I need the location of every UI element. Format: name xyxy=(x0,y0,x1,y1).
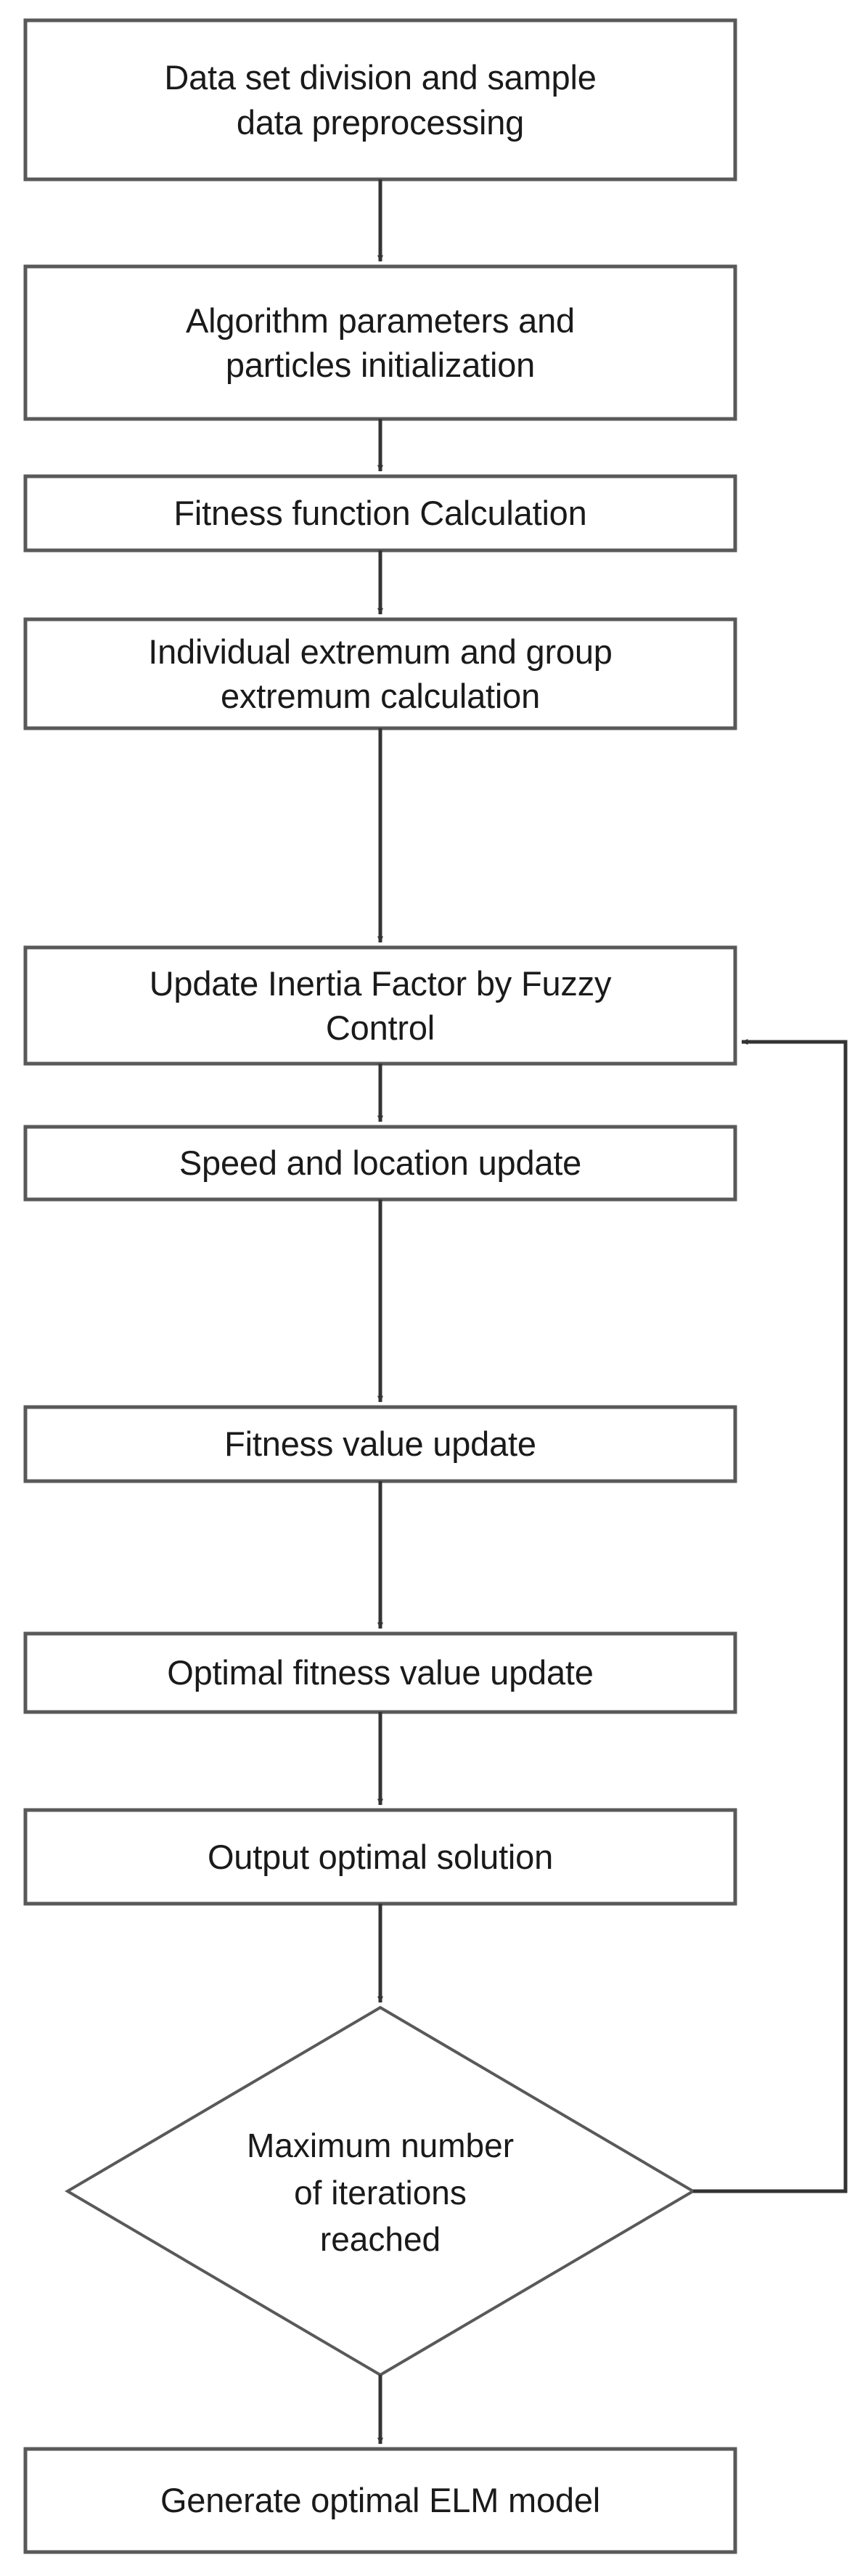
node-fitness-value-update[interactable] xyxy=(25,1407,735,1481)
node-algorithm-parameters[interactable] xyxy=(25,266,735,419)
process-boxes-group xyxy=(23,18,737,2554)
box-individual-extremum xyxy=(23,617,737,730)
box-data-set-division xyxy=(23,18,737,182)
node-fitness-function-calculation[interactable] xyxy=(25,476,735,550)
node-output-optimal-solution[interactable] xyxy=(25,1810,735,1904)
feedback-loop-decision-to-update-inertia xyxy=(693,1039,848,2193)
node-speed-location-update[interactable] xyxy=(25,1127,735,1199)
box-algorithm-parameters xyxy=(23,264,737,421)
connector-arrows-group xyxy=(377,179,848,2445)
box-generate-optimal-elm-model xyxy=(23,2447,737,2554)
box-speed-location-update xyxy=(23,1125,737,1202)
node-generate-optimal-elm-model[interactable] xyxy=(25,2449,735,2552)
node-optimal-fitness-value-update[interactable] xyxy=(25,1634,735,1712)
box-optimal-fitness-value-update xyxy=(23,1631,737,1714)
node-max-iterations-decision[interactable] xyxy=(181,2091,579,2294)
node-update-inertia-factor[interactable] xyxy=(25,947,735,1064)
node-individual-extremum[interactable] xyxy=(25,619,735,728)
node-data-set-division[interactable] xyxy=(25,20,735,179)
